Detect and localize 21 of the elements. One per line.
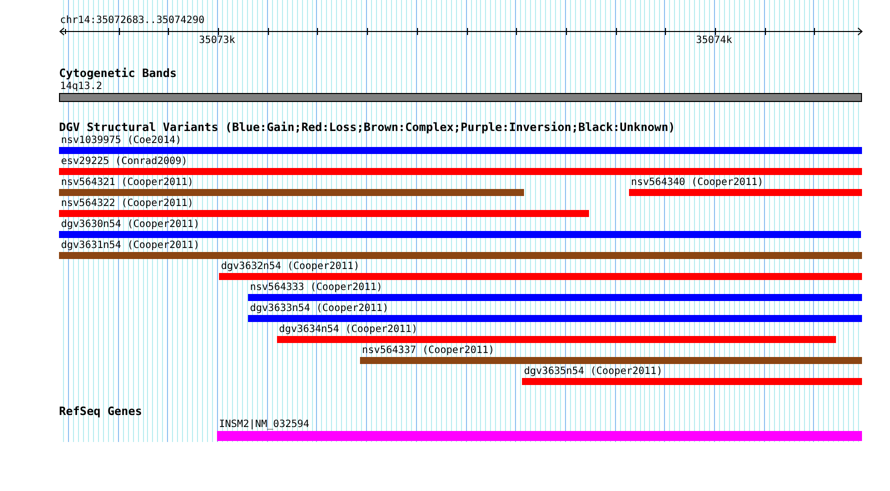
- variant-label: nsv564333 (Cooper2011): [250, 282, 382, 293]
- variant-label: nsv1039975 (Coe2014): [61, 135, 182, 146]
- variant-label: dgv3630n54 (Cooper2011): [61, 219, 200, 230]
- variant-label: dgv3632n54 (Cooper2011): [221, 261, 360, 272]
- variant-label: nsv564337 (Cooper2011): [362, 345, 494, 356]
- variant-label: dgv3633n54 (Cooper2011): [250, 303, 388, 314]
- tick-label: 35074k: [696, 35, 732, 46]
- variant-label: dgv3635n54 (Cooper2011): [524, 366, 662, 377]
- variant-label: nsv564321 (Cooper2011): [61, 177, 194, 188]
- track-title: DGV Structural Variants (Blue:Gain;Red:Loss;Brown:Complex;Purple:Inversion;Black:Unknown): [59, 121, 676, 134]
- track-title: Cytogenetic Bands: [59, 67, 177, 80]
- track-title: RefSeq Genes: [59, 405, 142, 418]
- variant-label: esv29225 (Conrad2009): [61, 156, 188, 167]
- band-label: 14q13.2: [60, 81, 102, 92]
- variant-label: dgv3634n54 (Cooper2011): [279, 324, 418, 335]
- variant-label: dgv3631n54 (Cooper2011): [61, 240, 200, 251]
- locus-label: chr14:35072683..35074290: [60, 15, 204, 26]
- gene-label: INSM2|NM_032594: [219, 419, 310, 430]
- variant-label: nsv564322 (Cooper2011): [61, 198, 194, 209]
- variant-label: nsv564340 (Cooper2011): [631, 177, 764, 188]
- tick-label: 35073k: [199, 35, 236, 46]
